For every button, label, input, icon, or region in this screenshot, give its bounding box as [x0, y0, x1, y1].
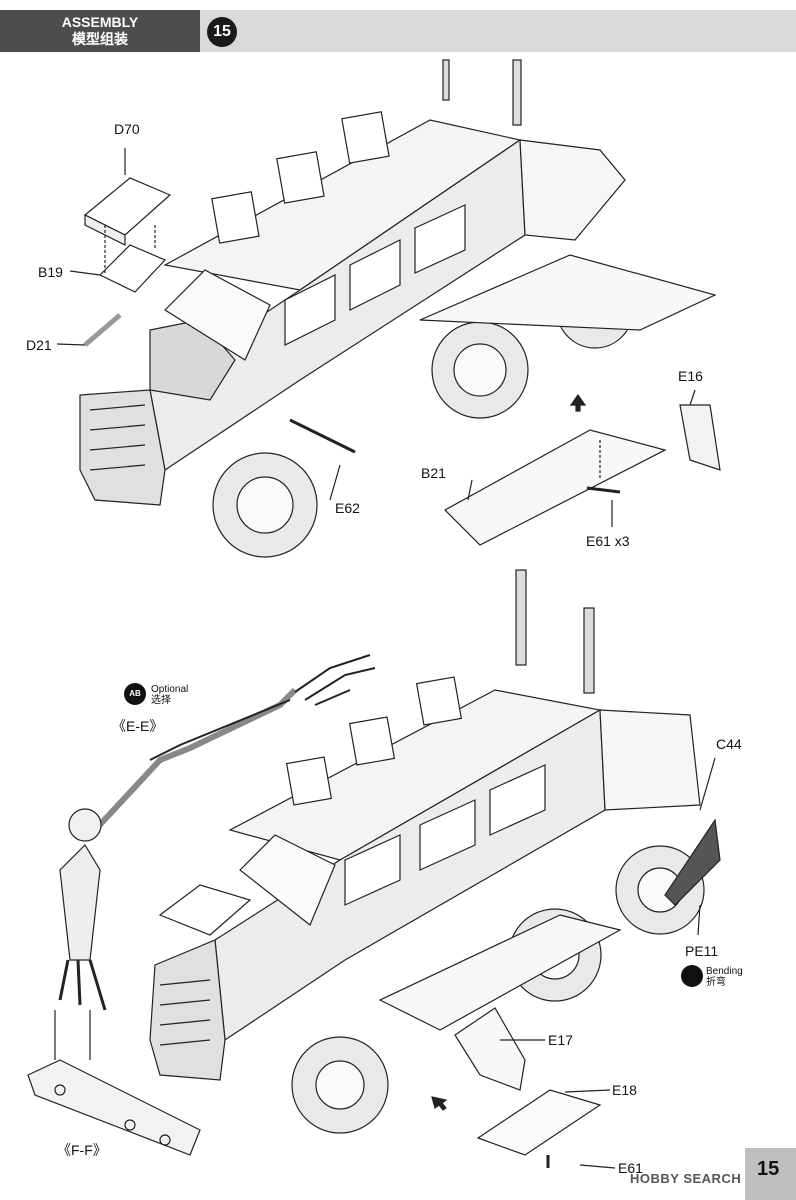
bending-note-en: Bending	[706, 966, 743, 977]
optional-note-cn: 选择	[151, 695, 171, 706]
label-c44: C44	[716, 736, 742, 752]
top-vehicle-drawing	[56, 59, 721, 558]
optional-note-en: Optional	[151, 684, 189, 695]
section-title: ASSEMBLY 模型组装	[0, 10, 200, 48]
label-e62: E62	[335, 500, 360, 516]
optional-note: Optional 选择	[151, 684, 188, 706]
label-e17: E17	[548, 1032, 573, 1048]
step-number-badge: 15	[207, 17, 237, 47]
section-title-cn: 模型组装	[72, 31, 128, 47]
bottom-vehicle-drawing	[27, 569, 721, 1169]
page-number-tab	[745, 1148, 796, 1200]
section-title-en: ASSEMBLY	[61, 14, 139, 30]
label-e61: E61	[618, 1160, 643, 1176]
header-light-band	[200, 10, 796, 52]
label-pe11: PE11	[685, 943, 719, 959]
label-d70: D70	[114, 121, 140, 137]
bending-icon	[681, 965, 703, 987]
bending-note-cn: 折弯	[706, 977, 726, 988]
label-e18: E18	[612, 1082, 637, 1098]
label-variant-ff: 《F-F》	[57, 1142, 107, 1158]
label-b19: B19	[38, 264, 63, 280]
optional-ab-icon: AB	[124, 683, 146, 705]
label-e16: E16	[678, 368, 703, 384]
label-b21: B21	[421, 465, 446, 481]
header-dark-band	[0, 10, 200, 52]
bending-note: Bending 折弯	[706, 966, 743, 988]
label-e61-x3: E61 x3	[586, 533, 630, 549]
label-variant-ee: 《E-E》	[112, 718, 164, 734]
watermark-text: HOBBY SEARCH	[630, 1171, 742, 1186]
label-d21: D21	[26, 337, 52, 353]
step-header: ASSEMBLY 模型组装 15	[0, 0, 796, 52]
page-number: 15	[757, 1158, 780, 1180]
